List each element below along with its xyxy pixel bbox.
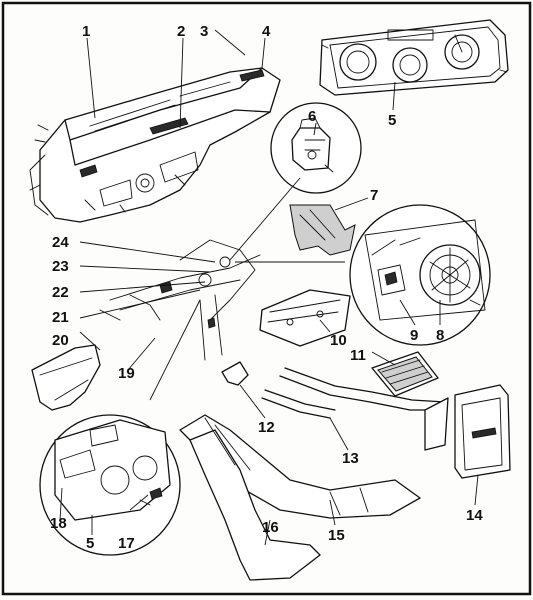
label-10: 10: [330, 332, 347, 349]
blower-motor-inset: [349, 204, 491, 346]
label-12: 12: [258, 419, 275, 436]
label-1: 1: [82, 23, 90, 40]
label-23: 23: [52, 258, 69, 275]
wiring-loom: [99, 239, 261, 361]
dashboard-panel: [29, 67, 281, 223]
label-3: 3: [200, 23, 208, 40]
dust-pollen-filter: [371, 351, 439, 397]
control-unit-inset: [39, 414, 181, 556]
air-ducts: [179, 414, 421, 581]
label-13: 13: [342, 450, 359, 467]
label-16: 16: [262, 519, 279, 536]
label-5-bottom: 5: [86, 535, 94, 552]
label-21: 21: [52, 309, 69, 326]
air-flap: [289, 204, 356, 256]
label-20: 20: [52, 332, 69, 349]
label-11: 11: [350, 347, 366, 364]
label-17: 17: [118, 535, 135, 552]
leader-lines: [59, 29, 479, 546]
side-vent: [31, 344, 101, 411]
heater-control-panel: [319, 19, 509, 96]
label-15: 15: [328, 527, 345, 544]
label-7: 7: [370, 187, 378, 204]
label-9: 9: [410, 327, 418, 344]
servo-motor-inset: [270, 102, 362, 194]
label-22: 22: [52, 284, 69, 301]
label-18: 18: [50, 515, 67, 532]
label-5-top: 5: [388, 112, 396, 129]
label-6: 6: [308, 108, 316, 125]
label-2: 2: [177, 23, 185, 40]
mounting-bracket: [259, 289, 351, 347]
label-24: 24: [52, 234, 69, 251]
label-4: 4: [262, 23, 271, 40]
label-19: 19: [118, 365, 135, 382]
callout-labels: 1 2 3 4 5 6 7 8 9 10 11 12 13 14 15 16 1…: [50, 23, 483, 552]
cover-panel: [454, 384, 511, 479]
label-8: 8: [436, 327, 444, 344]
hoses: [221, 361, 449, 451]
label-14: 14: [466, 507, 483, 524]
